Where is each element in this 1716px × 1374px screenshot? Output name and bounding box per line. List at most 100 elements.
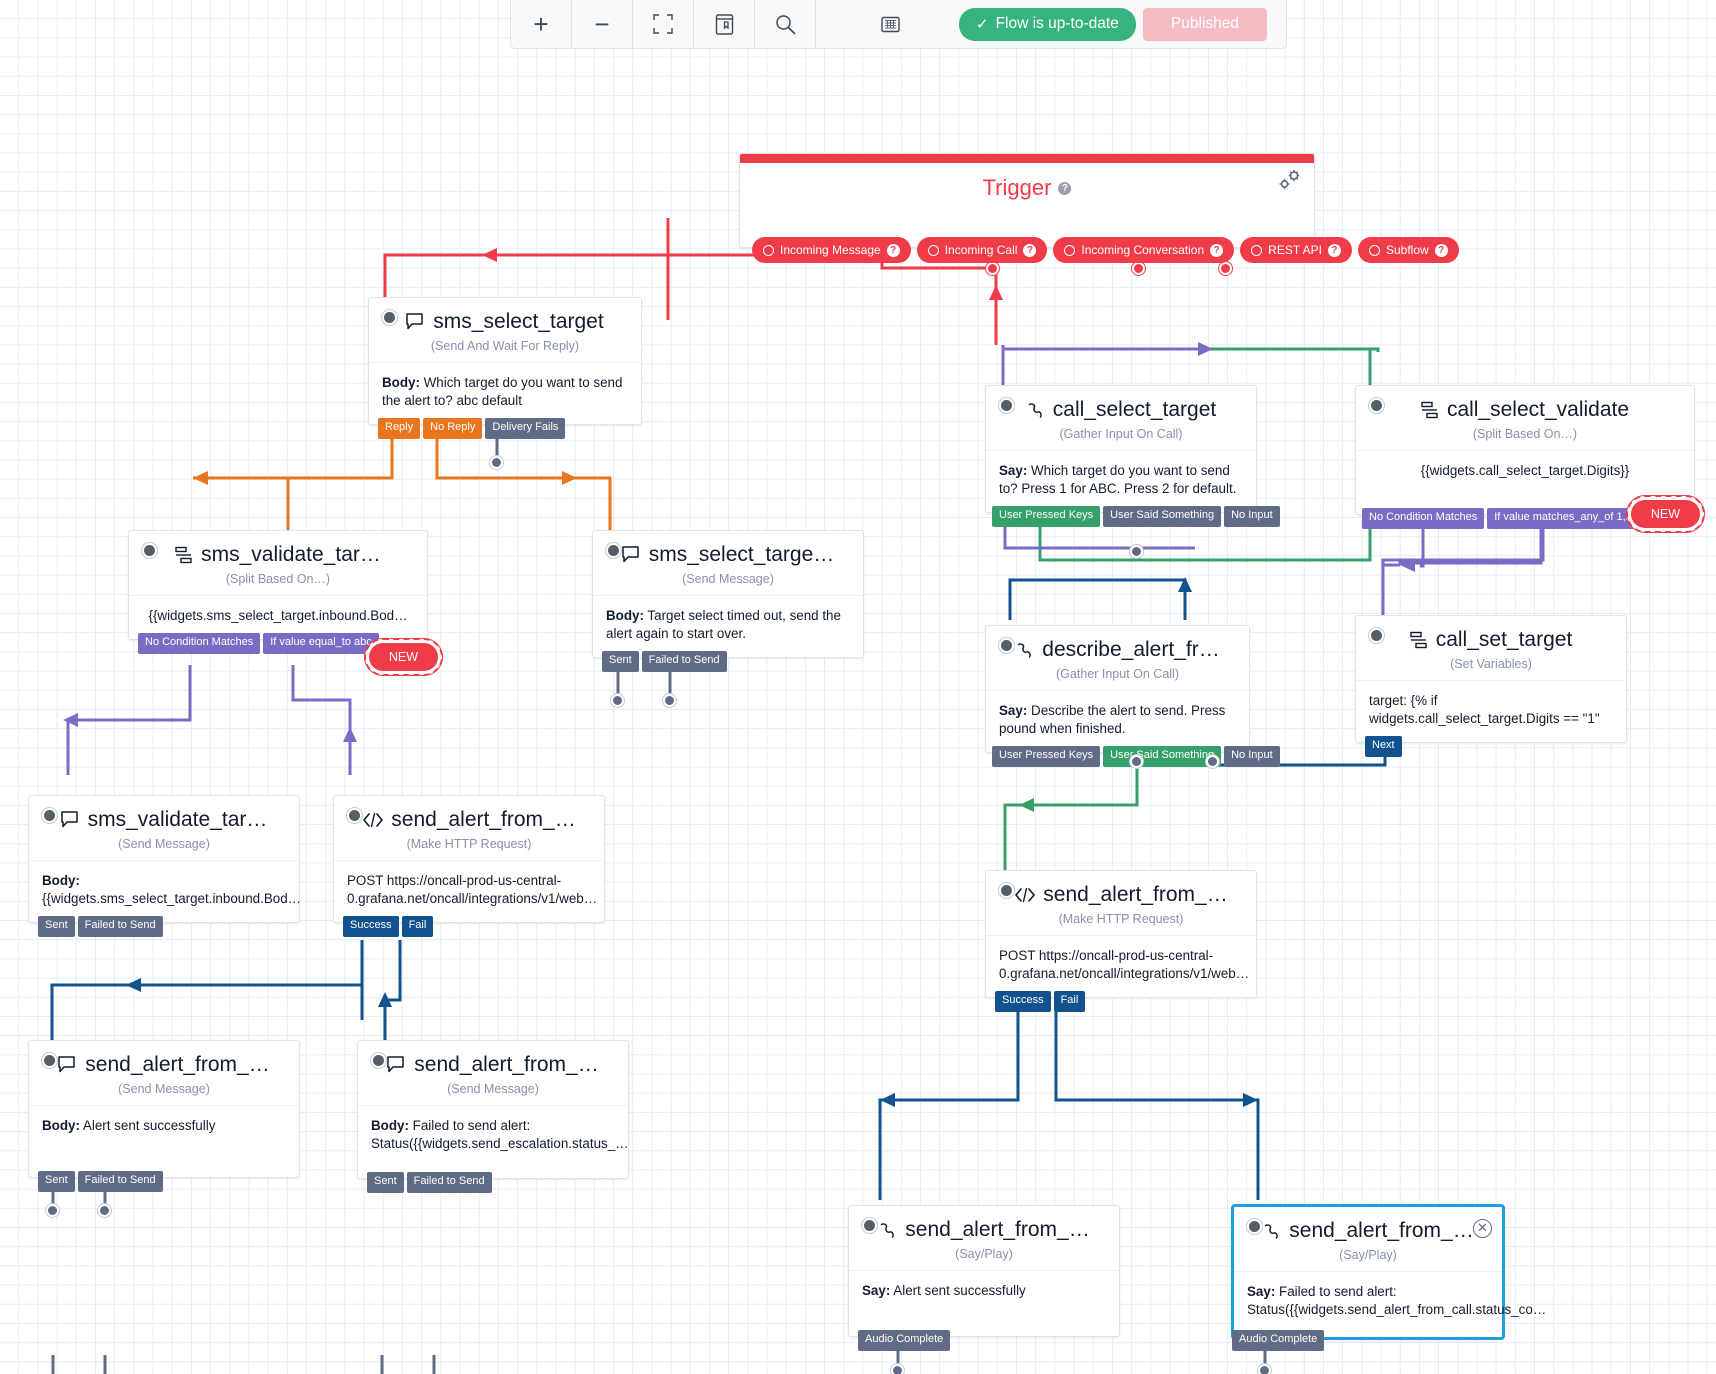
help-icon[interactable]: ? (1327, 243, 1341, 257)
node-input-dot[interactable] (998, 637, 1015, 654)
output-pill-failed-to-send[interactable]: Failed to Send (77, 1171, 163, 1192)
flow-status-badge[interactable]: ✓ Flow is up-to-date (959, 7, 1136, 41)
node-send-alert-from-sms-failure[interactable]: send_alert_from_… (Send Message) Body: F… (357, 1040, 629, 1193)
node-sms-select-target-timeout[interactable]: sms_select_targe… (Send Message) Body: T… (592, 530, 864, 672)
split-icon (1410, 631, 1429, 649)
node-input-dot[interactable] (998, 882, 1015, 899)
output-pill-sent[interactable]: Sent (367, 1172, 404, 1193)
node-outputs: Success Fail (343, 916, 434, 937)
node-call-select-target[interactable]: call_select_target (Gather Input On Call… (985, 385, 1280, 527)
output-pill-no-input[interactable]: No Input (1224, 746, 1280, 767)
canvas-toolbar[interactable]: + − (510, 0, 1287, 49)
output-pill-user-said-something[interactable]: User Said Something (1103, 746, 1222, 767)
node-header: send_alert_from_… (29, 1041, 299, 1077)
node-outputs: Sent Failed to Send (367, 1172, 492, 1193)
output-pill-sent[interactable]: Sent (38, 916, 75, 937)
trigger-output-subflow[interactable]: Subflow ? (1357, 237, 1459, 263)
publish-button[interactable]: Published (1142, 7, 1267, 41)
node-header: sms_validate_tar… (29, 796, 299, 832)
output-pill-if-value-equal-to-abc[interactable]: If value equal_to abc (263, 633, 379, 654)
output-pill-audio-complete[interactable]: Audio Complete (1232, 1330, 1325, 1351)
node-sms-validate-target-message[interactable]: sms_validate_tar… (Send Message) Body: {… (28, 795, 301, 937)
trigger-header: Trigger ? (740, 163, 1314, 207)
node-input-dot[interactable] (1368, 627, 1385, 644)
widget-library-button[interactable] (694, 0, 755, 48)
output-pill-fail[interactable]: Fail (401, 916, 434, 937)
node-title: sms_validate_tar… (60, 808, 267, 832)
help-icon[interactable]: ? (1434, 243, 1448, 257)
output-pill-failed-to-send[interactable]: Failed to Send (641, 651, 727, 672)
output-pill-sent[interactable]: Sent (38, 1171, 75, 1192)
close-icon[interactable]: ✕ (1473, 1219, 1492, 1238)
endpoint-dot (1130, 545, 1143, 558)
node-input-dot[interactable] (41, 1052, 58, 1069)
output-pill-audio-complete[interactable]: Audio Complete (858, 1330, 951, 1351)
node-send-alert-from-call-success[interactable]: send_alert_from_… (Say/Play) Say: Alert … (848, 1205, 1120, 1351)
node-input-dot[interactable] (141, 542, 158, 559)
fit-to-screen-button[interactable] (633, 0, 694, 48)
node-input-dot[interactable] (381, 309, 398, 326)
node-input-dot[interactable] (1368, 397, 1385, 414)
node-title-text: send_alert_from_… (414, 1053, 599, 1076)
node-title-text: send_alert_from_… (391, 808, 576, 831)
node-send-alert-from-call-http[interactable]: send_alert_from_… (Make HTTP Request) PO… (985, 870, 1257, 1012)
output-pill-if-value-matches-any-of[interactable]: If value matches_any_of 1,2 (1487, 508, 1639, 529)
output-pill-user-pressed-keys[interactable]: User Pressed Keys (992, 506, 1101, 527)
node-input-dot[interactable] (1246, 1218, 1263, 1235)
output-pill-failed-to-send[interactable]: Failed to Send (406, 1172, 492, 1193)
help-icon[interactable]: ? (1210, 243, 1224, 257)
output-pill-fail[interactable]: Fail (1053, 991, 1086, 1012)
add-condition-new-badge[interactable]: NEW (364, 638, 443, 676)
node-send-alert-from-sms-http[interactable]: send_alert_from_… (Make HTTP Request) PO… (333, 795, 605, 937)
gear-icon (1279, 169, 1300, 190)
node-outputs: Sent Failed to Send (38, 916, 163, 937)
output-pill-success[interactable]: Success (343, 916, 399, 937)
trigger-output-rest-api[interactable]: REST API ? (1240, 237, 1352, 263)
output-pill-sent[interactable]: Sent (602, 651, 639, 672)
node-input-dot[interactable] (861, 1217, 878, 1234)
trigger-settings-button[interactable] (1279, 169, 1301, 195)
phone-icon (1262, 1222, 1282, 1240)
output-pill-no-input[interactable]: No Input (1224, 506, 1280, 527)
output-pill-delivery-fails[interactable]: Delivery Fails (485, 418, 566, 439)
node-input-dot[interactable] (346, 807, 363, 824)
output-pill-reply[interactable]: Reply (378, 418, 421, 439)
node-input-dot[interactable] (998, 397, 1015, 414)
search-button[interactable] (755, 0, 816, 48)
node-input-dot[interactable] (41, 807, 58, 824)
node-describe-alert-from-call[interactable]: describe_alert_fr… (Gather Input On Call… (985, 625, 1280, 767)
node-input-dot[interactable] (605, 542, 622, 559)
node-body: POST https://oncall-prod-us-central-0.gr… (986, 936, 1256, 997)
output-pill-no-reply[interactable]: No Reply (423, 418, 483, 439)
output-pill-next[interactable]: Next (1365, 736, 1402, 757)
trigger-output-incoming-message[interactable]: Incoming Message ? (752, 237, 911, 263)
node-body: Body: Which target do you want to send t… (369, 363, 641, 424)
output-pill-user-said-something[interactable]: User Said Something (1103, 506, 1222, 527)
trigger-node[interactable]: Trigger ? I (739, 153, 1459, 263)
node-input-dot[interactable] (370, 1052, 387, 1069)
output-pill-no-condition-matches[interactable]: No Condition Matches (138, 633, 261, 654)
node-sms-validate-target-split[interactable]: sms_validate_tar… (Split Based On…) {{wi… (128, 530, 443, 676)
add-condition-new-badge[interactable]: NEW (1626, 495, 1705, 533)
help-icon[interactable]: ? (1023, 243, 1037, 257)
zoom-out-button[interactable]: − (572, 0, 633, 48)
zoom-in-button[interactable]: + (511, 0, 572, 48)
trigger-outputs: Incoming Message ? Incoming Call ? Incom… (752, 237, 1459, 263)
node-header: send_alert_from_… (358, 1041, 628, 1077)
output-pill-user-pressed-keys[interactable]: User Pressed Keys (992, 746, 1101, 767)
help-icon[interactable]: ? (1058, 181, 1072, 195)
trigger-output-incoming-call[interactable]: Incoming Call ? (916, 237, 1048, 263)
endpoint-dot (46, 1204, 59, 1217)
help-icon[interactable]: ? (886, 243, 900, 257)
node-call-set-target[interactable]: call_set_target (Set Variables) target: … (1355, 615, 1627, 757)
output-pill-no-condition-matches[interactable]: No Condition Matches (1362, 508, 1485, 529)
grid-toggle-button[interactable] (860, 0, 921, 48)
node-send-alert-from-call-failure[interactable]: send_alert_from_… ✕ (Say/Play) Say: Fail… (1232, 1205, 1546, 1351)
node-send-alert-from-sms-success[interactable]: send_alert_from_… (Send Message) Body: A… (28, 1040, 300, 1192)
trigger-output-incoming-conversation[interactable]: Incoming Conversation ? (1053, 237, 1235, 263)
output-pill-failed-to-send[interactable]: Failed to Send (77, 916, 163, 937)
node-call-select-validate[interactable]: call_select_validate (Split Based On…) {… (1355, 385, 1705, 533)
output-pill-success[interactable]: Success (995, 991, 1051, 1012)
node-sms-select-target[interactable]: sms_select_target (Send And Wait For Rep… (368, 297, 642, 439)
